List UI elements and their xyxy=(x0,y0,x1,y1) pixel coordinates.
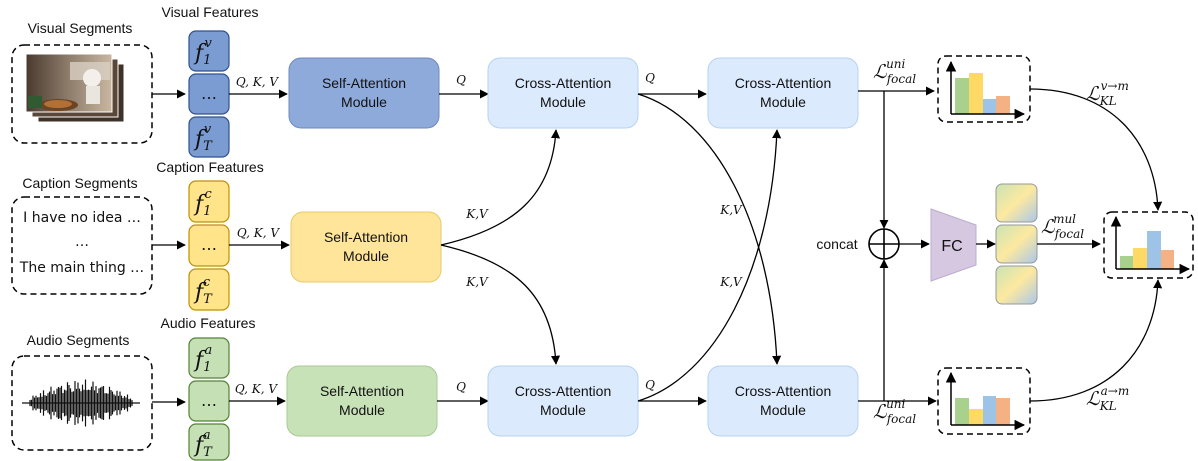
audio-q-label: Q xyxy=(456,380,466,394)
arrow-caption-kv-up xyxy=(440,129,561,246)
audio-qkv-label: Q, K, V xyxy=(235,382,278,396)
svg-text:Cross-Attention: Cross-Attention xyxy=(515,383,611,399)
caption-segments-title: Caption Segments xyxy=(22,175,137,191)
video-frames-image xyxy=(25,53,125,123)
svg-text:Module: Module xyxy=(760,402,806,418)
svg-text:Module: Module xyxy=(339,402,385,418)
svg-text:Module: Module xyxy=(540,94,586,110)
concat-operator-icon xyxy=(868,228,900,260)
visual-feature-last: fTv xyxy=(193,122,213,154)
visual-cross-attention-module-2: Cross-Attention Module xyxy=(707,57,859,129)
svg-text:FC: FC xyxy=(941,238,962,255)
audio-segments-box xyxy=(11,355,153,451)
audio-uni-focal-loss: ℒfocaluni xyxy=(873,397,916,426)
audio-feature-first: f1a xyxy=(193,343,212,375)
arrow-caption-kv-down xyxy=(440,244,561,365)
arrow-audio-to-visual-kv xyxy=(637,129,782,402)
svg-text:Self-Attention: Self-Attention xyxy=(322,75,406,91)
audio-feature-last: fTa xyxy=(193,428,213,460)
visual-uni-focal-loss: ℒfocaluni xyxy=(873,57,916,86)
arrow-visual-kl xyxy=(1029,88,1163,211)
audio-waveform-icon xyxy=(22,379,140,427)
svg-text:Cross-Attention: Cross-Attention xyxy=(735,75,831,91)
audio-histogram xyxy=(937,367,1031,435)
visual-kl-loss: ℒKLv→m xyxy=(1086,79,1129,108)
arrow-visual-to-audio-kv xyxy=(637,93,782,365)
caption-self-attention-module: Self-Attention Module xyxy=(290,211,442,283)
visual-cross-q-label: Q xyxy=(645,71,655,85)
visual-qkv-label: Q, K, V xyxy=(236,75,279,89)
audio-self-attention-module: Self-Attention Module xyxy=(286,365,438,437)
audio-cross-attention-module-1: Cross-Attention Module xyxy=(487,365,639,437)
fused-feature-stack xyxy=(995,183,1038,305)
svg-text:Module: Module xyxy=(343,248,389,264)
visual-self-attention-module: Self-Attention Module xyxy=(288,57,440,129)
svg-text:Cross-Attention: Cross-Attention xyxy=(735,383,831,399)
caption-qkv-label: Q, K, V xyxy=(237,226,280,240)
visual-to-audio-kv-label: K,V xyxy=(719,203,743,217)
caption-ellipsis: … xyxy=(75,234,89,250)
visual-q-label: Q xyxy=(456,73,466,87)
arrow-audio-kl xyxy=(1029,279,1163,402)
audio-cross-attention-module-2: Cross-Attention Module xyxy=(707,365,859,437)
svg-text:Module: Module xyxy=(540,402,586,418)
mul-focal-loss: ℒfocalmul xyxy=(1041,212,1084,241)
audio-features-title: Audio Features xyxy=(161,315,256,331)
visual-cross-attention-module-1: Cross-Attention Module xyxy=(487,57,639,129)
visual-features-title: Visual Features xyxy=(161,4,258,20)
caption-line-1: I have no idea … xyxy=(23,210,141,226)
caption-line-2: The main thing … xyxy=(19,260,144,276)
audio-cross-q-label: Q xyxy=(645,378,655,392)
svg-text:Module: Module xyxy=(341,94,387,110)
caption-kv-down-label: K,V xyxy=(465,275,489,289)
caption-features-title: Caption Features xyxy=(156,159,263,175)
svg-text:Cross-Attention: Cross-Attention xyxy=(515,75,611,91)
visual-histogram xyxy=(937,55,1031,123)
caption-feature-first: f1c xyxy=(193,187,212,219)
caption-kv-up-label: K,V xyxy=(465,207,489,221)
audio-segments-title: Audio Segments xyxy=(27,332,130,348)
fc-layer: FC xyxy=(930,208,977,282)
audio-feature-stack xyxy=(188,337,230,461)
caption-feature-last: fTc xyxy=(193,275,213,307)
visual-feature-first: f1v xyxy=(193,36,212,68)
audio-feature-dots: … xyxy=(201,391,217,410)
visual-feature-dots: … xyxy=(201,84,217,103)
caption-feature-stack xyxy=(188,180,230,311)
visual-feature-stack xyxy=(188,30,230,158)
audio-to-visual-kv-label: K,V xyxy=(719,275,743,289)
concat-label: concat xyxy=(816,236,857,252)
multimodal-histogram xyxy=(1103,211,1194,279)
caption-feature-dots: … xyxy=(201,235,217,254)
svg-text:Self-Attention: Self-Attention xyxy=(320,383,404,399)
svg-text:Self-Attention: Self-Attention xyxy=(324,229,408,245)
svg-text:Module: Module xyxy=(760,94,806,110)
visual-segments-title: Visual Segments xyxy=(28,20,133,36)
audio-kl-loss: ℒKLa→m xyxy=(1086,384,1129,413)
